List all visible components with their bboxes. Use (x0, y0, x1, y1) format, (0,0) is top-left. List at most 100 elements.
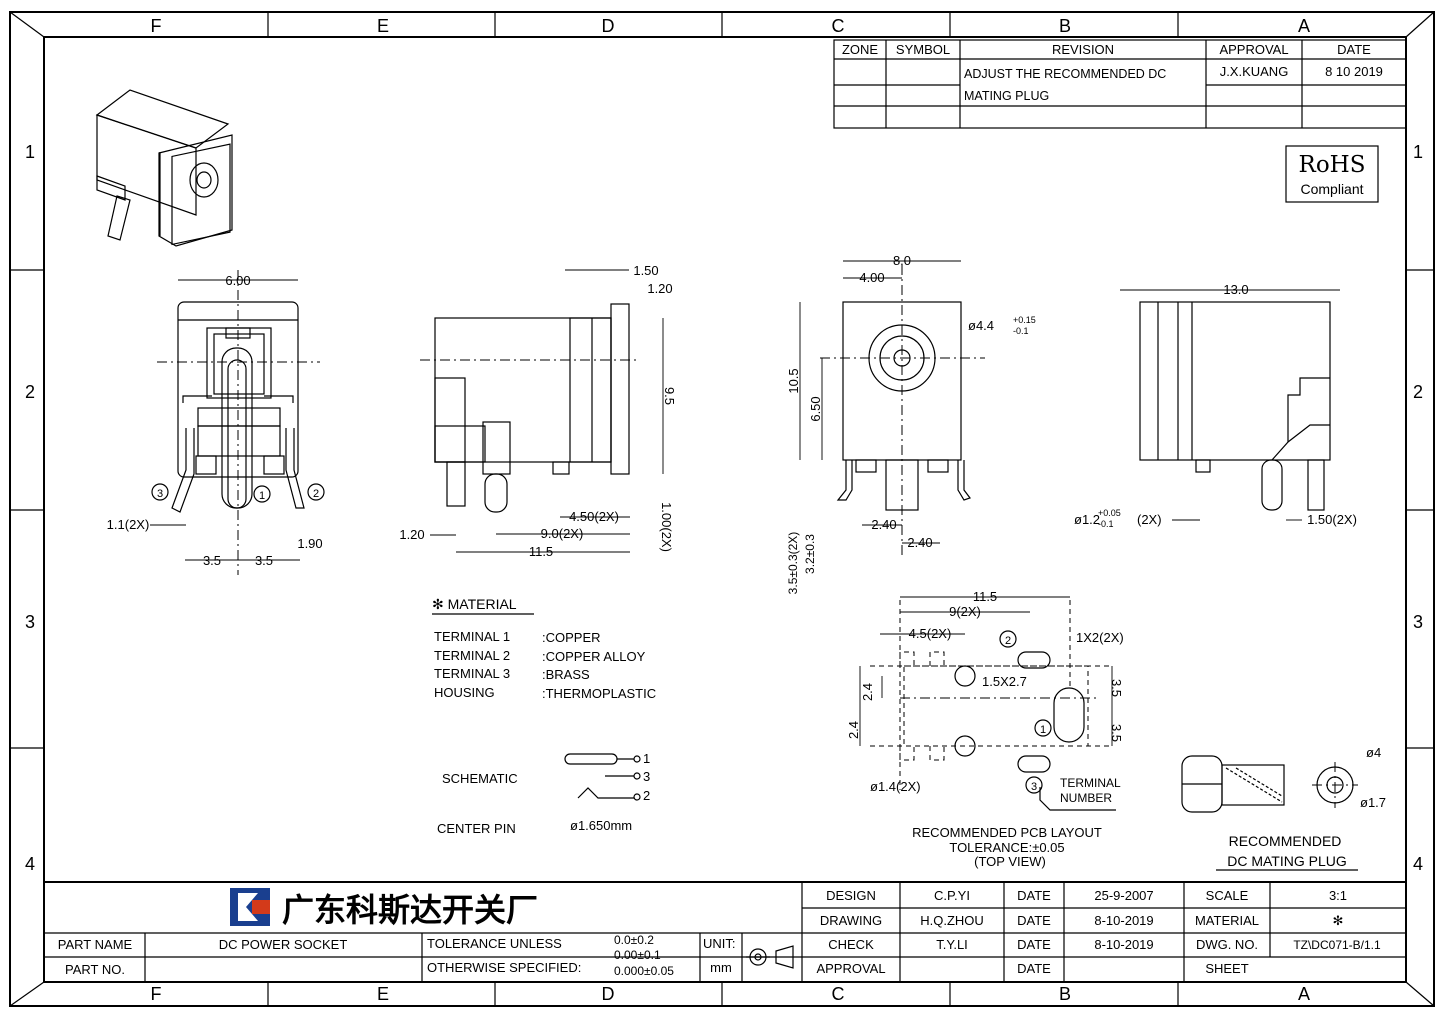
zone-row-4-left: 4 (25, 854, 35, 874)
material-title: ✻ MATERIAL (432, 596, 517, 612)
pcb-dim-overall: 11.5 (973, 589, 997, 604)
plug-dim-inner: ø1.7 (1360, 795, 1386, 810)
material-term3-name: TERMINAL 3 (434, 666, 510, 681)
rev-header-revision: REVISION (1052, 42, 1114, 57)
zone-col-d-top: D (602, 16, 615, 36)
unit-value: mm (710, 960, 732, 975)
rohs-subtitle: Compliant (1300, 181, 1363, 197)
material-term1-value: :COPPER (542, 630, 601, 645)
pcb-dim-oval: 1.5X2.7 (982, 674, 1027, 689)
pcb-dim-pitch9: 9(2X) (949, 604, 981, 619)
rev-row1-text2: MATING PLUG (964, 89, 1049, 103)
front-lead-offset: 1.90 (297, 536, 322, 551)
rev-row1-text1: ADJUST THE RECOMMENDED DC (964, 67, 1166, 81)
pcb-dim-slot: 1X2(2X) (1076, 630, 1124, 645)
revision-table (833, 39, 1407, 129)
schematic-pin-2: 2 (643, 788, 650, 803)
approval-label: APPROVAL (816, 961, 885, 976)
projection-symbol (746, 945, 794, 969)
pcb-label-3: 3 (1031, 781, 1037, 793)
zone-row-2-left: 2 (25, 382, 35, 402)
end-dim-half: 4.00 (859, 270, 884, 285)
material-housing-value: :THERMOPLASTIC (542, 686, 656, 701)
zone-row-2-right: 2 (1413, 382, 1423, 402)
end-dim-lead-v1: 3.5±0.3(2X) (786, 532, 800, 595)
side-dim-90: 9.0(2X) (541, 526, 584, 541)
part-name-label: PART NAME (58, 937, 133, 952)
zone-row-1-left: 1 (25, 142, 35, 162)
zone-col-b-top: B (1059, 16, 1071, 36)
company-logo (230, 888, 270, 926)
front-term-1: 1 (259, 490, 265, 502)
rev-row1-date: 8 10 2019 (1325, 64, 1383, 79)
tolerance-line1: TOLERANCE UNLESS (427, 936, 562, 951)
zone-col-a-bottom: A (1298, 984, 1310, 1004)
plug-dim-outer: ø4 (1366, 745, 1381, 760)
company-name: 广东科斯达开关厂 (282, 891, 538, 929)
plug-caption2: DC MATING PLUG (1227, 853, 1347, 869)
end-dim-hole: ø4.4 (968, 318, 994, 333)
plug-caption1: RECOMMENDED (1229, 833, 1342, 849)
pcb-dim-hole: ø1.4(2X) (870, 779, 921, 794)
zone-col-b-bottom: B (1059, 984, 1071, 1004)
front-dim-6-label: 6.00 (225, 273, 250, 288)
back-dim-pin-plus: +0.05 (1098, 508, 1121, 518)
drawing-value: H.Q.ZHOU (920, 913, 984, 928)
sheet-label: SHEET (1205, 961, 1248, 976)
check-label: CHECK (828, 937, 874, 952)
approval-date-label: DATE (1017, 961, 1051, 976)
material-value: ✻ (1333, 913, 1344, 928)
material-term1-name: TERMINAL 1 (434, 629, 510, 644)
zone-row-3-right: 3 (1413, 612, 1423, 632)
end-view (820, 265, 985, 555)
pcb-dim-24b: 2.4 (846, 721, 861, 739)
end-dim-lead-v2: 3.2±0.3 (803, 534, 817, 574)
zone-col-c-top: C (832, 16, 845, 36)
design-label: DESIGN (826, 888, 876, 903)
center-pin-label: CENTER PIN (437, 821, 516, 836)
side-dim-lead-dia: 1.20 (399, 527, 424, 542)
material-label: MATERIAL (1195, 913, 1259, 928)
end-dim-pin1: 2.40 (871, 517, 896, 532)
tolerance-b: 0.00±0.1 (614, 948, 661, 962)
zone-col-f-top: F (151, 16, 162, 36)
back-dim-pin-width: 1.50(2X) (1307, 512, 1357, 527)
rev-header-zone: ZONE (842, 42, 878, 57)
dwg-no-label: DWG. NO. (1196, 937, 1258, 952)
end-dim-center: 6.50 (808, 396, 823, 421)
back-dim-pin: ø1.2 (1074, 512, 1100, 527)
rohs-title: RoHS (1299, 152, 1366, 178)
schematic-symbol (564, 753, 641, 801)
end-dim-pin2: 2.40 (907, 535, 932, 550)
check-date: 8-10-2019 (1094, 937, 1153, 952)
isometric-view (95, 89, 233, 247)
tolerance-c: 0.000±0.05 (614, 964, 674, 978)
end-dim-height: 10.5 (786, 368, 801, 393)
zone-row-3-left: 3 (25, 612, 35, 632)
drawing-date-label: DATE (1017, 913, 1051, 928)
pcb-terminal-note1: TERMINAL (1060, 776, 1121, 790)
zone-col-c-bottom: C (832, 984, 845, 1004)
material-housing-name: HOUSING (434, 685, 495, 700)
part-no-label: PART NO. (65, 962, 125, 977)
design-date: 25-9-2007 (1094, 888, 1153, 903)
schematic-pin-3: 3 (643, 769, 650, 784)
check-value: T.Y.LI (936, 937, 968, 952)
schematic-pin-1: 1 (643, 751, 650, 766)
dwg-no-value: TZ\DC071-B/1.1 (1293, 938, 1381, 952)
material-term2-name: TERMINAL 2 (434, 648, 510, 663)
back-dim-pin-suffix: (2X) (1137, 512, 1162, 527)
zone-row-1-right: 1 (1413, 142, 1423, 162)
check-date-label: DATE (1017, 937, 1051, 952)
inner-border (43, 36, 1407, 983)
drawing-date: 8-10-2019 (1094, 913, 1153, 928)
front-dim-lead-label: 1.1(2X) (107, 517, 150, 532)
zone-row-4-right: 4 (1413, 854, 1423, 874)
back-view (1120, 289, 1340, 511)
zone-col-d-bottom: D (602, 984, 615, 1004)
design-date-label: DATE (1017, 888, 1051, 903)
drawing-label: DRAWING (820, 913, 882, 928)
title-block (44, 881, 1406, 982)
pcb-caption1: RECOMMENDED PCB LAYOUT (912, 825, 1102, 840)
pcb-dim-24a: 2.4 (860, 683, 875, 701)
